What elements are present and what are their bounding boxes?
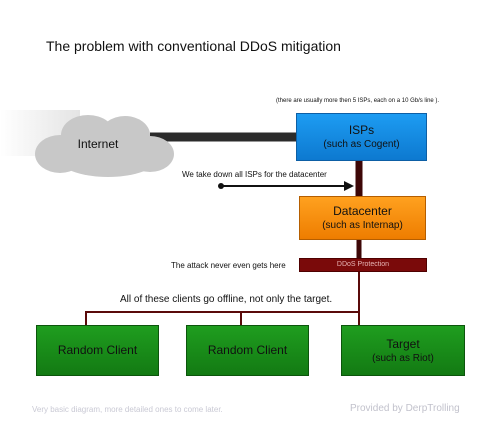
isps-label: ISPs: [348, 123, 375, 137]
credit-text: Provided by DerpTrolling: [350, 403, 460, 414]
isp-takedown-note: We take down all ISPs for the datacenter: [182, 170, 327, 179]
target-label: Target: [386, 336, 420, 351]
clients-bus: [85, 311, 359, 326]
client-1-label: Random Client: [57, 343, 138, 357]
isps-sub-label: (such as Cogent): [323, 139, 400, 150]
target-node: Target (such as Riot): [341, 325, 465, 376]
client-node-1: Random Client: [36, 325, 159, 376]
attack-arrow-origin-dot: [218, 183, 224, 189]
page-title: The problem with conventional DDoS mitig…: [46, 38, 341, 54]
isp-count-note: (there are usually more then 5 ISPs, eac…: [276, 98, 440, 104]
offline-note: All of these clients go offline, not onl…: [120, 294, 333, 305]
isps-node: ISPs (such as Cogent): [296, 113, 427, 161]
target-sub-label: (such as Riot): [372, 352, 434, 364]
internet-cloud-icon: [35, 115, 174, 177]
datacenter-node: Datacenter (such as Internap): [299, 196, 426, 240]
internet-label: Internet: [77, 137, 119, 151]
datacenter-sub-label: (such as Internap): [322, 220, 403, 231]
ddos-protection-node: DDoS Protection: [299, 258, 427, 272]
datacenter-label: Datacenter: [333, 204, 392, 218]
footer-note: Very basic diagram, more detailed ones t…: [32, 405, 223, 414]
client-node-2: Random Client: [186, 325, 309, 376]
client-2-label: Random Client: [207, 343, 288, 357]
attack-note: The attack never even gets here: [171, 261, 286, 270]
attack-arrow-head: [344, 181, 354, 191]
